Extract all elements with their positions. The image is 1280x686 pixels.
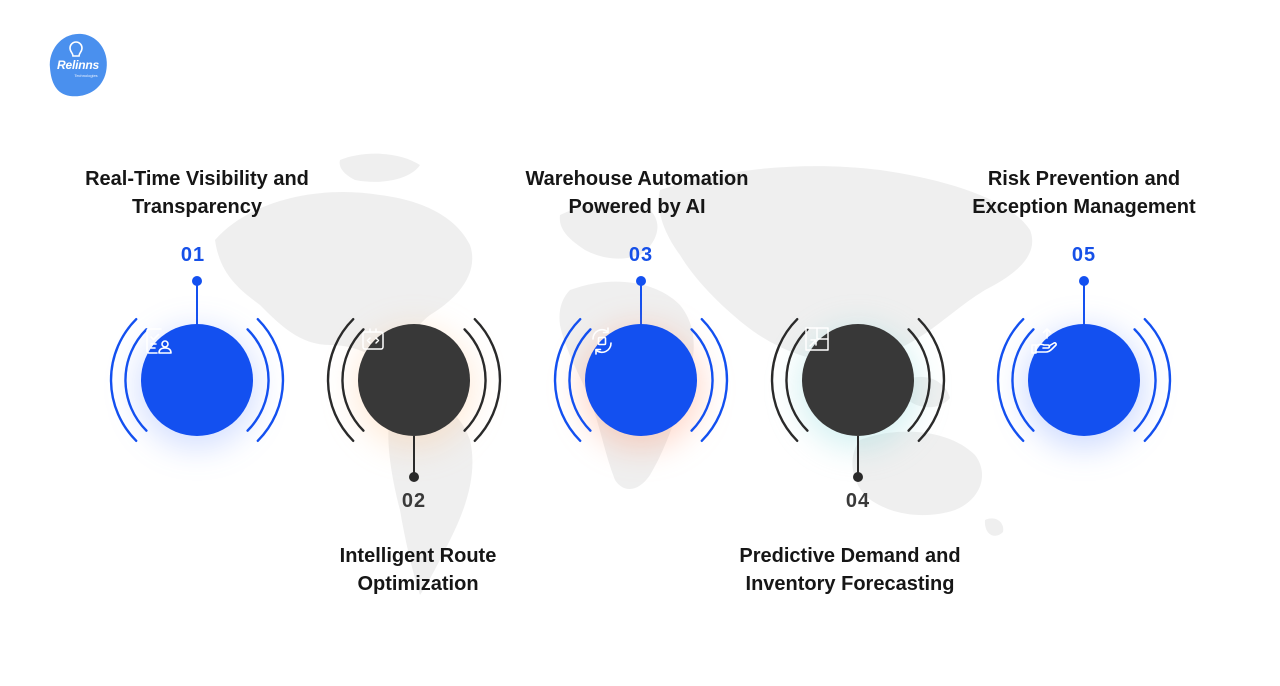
expand-arrow-icon — [805, 327, 829, 351]
step-number-3: 03 — [628, 244, 654, 266]
logo-badge-icon — [49, 33, 107, 97]
orbit-arcs — [996, 318, 1172, 442]
logo-subtext: Technologies — [74, 73, 98, 78]
connector-line-4 — [857, 436, 859, 474]
step-title-1: Real-Time Visibility and Transparency — [85, 168, 309, 218]
connector-line-2 — [413, 436, 415, 474]
step-number-4: 04 — [845, 490, 871, 512]
step-circle-5 — [1028, 324, 1140, 436]
orbit-arcs — [326, 318, 502, 442]
orbit-arcs — [109, 318, 285, 442]
step-node-4 — [768, 290, 948, 470]
code-tag-icon — [362, 328, 384, 350]
step-node-3 — [551, 290, 731, 470]
checklist-user-icon — [146, 328, 172, 354]
connector-line-3 — [640, 284, 642, 330]
step-number-2: 02 — [401, 490, 427, 512]
step-node-2 — [324, 290, 504, 470]
hand-upload-icon — [1031, 328, 1057, 354]
connector-dot-1 — [192, 276, 202, 286]
step-node-5 — [994, 290, 1174, 470]
connector-dot-5 — [1079, 276, 1089, 286]
step-title-4: Predictive Demand and Inventory Forecast… — [739, 545, 961, 595]
connector-line-5 — [1083, 284, 1085, 330]
connector-line-1 — [196, 284, 198, 330]
step-title-2: Intelligent Route Optimization — [339, 545, 497, 595]
logo-wordmark: Relinns — [57, 58, 99, 72]
step-number-5: 05 — [1071, 244, 1097, 266]
step-number-1: 01 — [180, 244, 206, 266]
connector-dot-2 — [409, 472, 419, 482]
step-circle-2 — [358, 324, 470, 436]
connector-dot-3 — [636, 276, 646, 286]
connector-dot-4 — [853, 472, 863, 482]
step-title-5: Risk Prevention and Exception Management — [972, 168, 1196, 218]
step-title-3: Warehouse Automation Powered by AI — [525, 168, 749, 218]
company-logo: Relinns Technologies — [40, 28, 112, 100]
orbit-arcs — [553, 318, 729, 442]
step-node-1 — [107, 290, 287, 470]
orbit-arcs — [770, 318, 946, 442]
step-circle-4 — [802, 324, 914, 436]
step-circle-3 — [585, 324, 697, 436]
refresh-box-icon — [592, 327, 612, 355]
step-circle-1 — [141, 324, 253, 436]
